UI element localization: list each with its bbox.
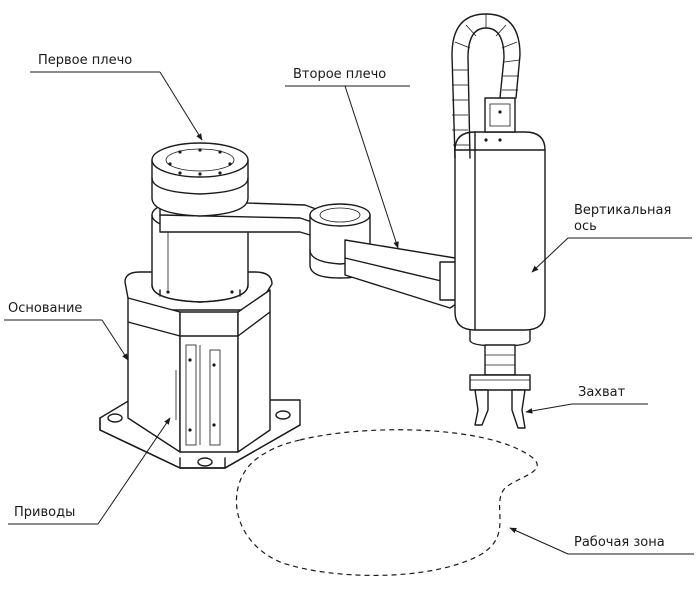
work-zone-label: Рабочая зона — [574, 535, 665, 550]
drives-label: Приводы — [14, 505, 75, 520]
gripper-label: Захват — [578, 385, 626, 400]
label-vertical-axis: Вертикальная ось — [531, 203, 692, 273]
base-label: Основание — [8, 301, 82, 316]
vertical-axis-label-line1: Вертикальная — [574, 203, 671, 218]
label-base: Основание — [4, 301, 129, 361]
label-work-zone: Рабочая зона — [509, 527, 694, 555]
second-arm-label: Второе плечо — [293, 67, 386, 82]
vertical-axis-housing — [454, 97, 546, 347]
label-gripper: Захват — [525, 385, 648, 414]
gripper — [469, 374, 531, 429]
work-zone-outline — [235, 429, 538, 577]
second-arm — [344, 239, 463, 309]
label-second-arm: Второе плечо — [285, 67, 410, 249]
first-arm-label: Первое плечо — [38, 53, 132, 68]
cable-loop — [451, 13, 521, 159]
label-first-arm: Первое плечо — [30, 53, 203, 141]
spindle — [484, 344, 516, 376]
label-drives: Приводы — [8, 417, 171, 525]
vertical-axis-label-line2: ось — [574, 219, 597, 234]
